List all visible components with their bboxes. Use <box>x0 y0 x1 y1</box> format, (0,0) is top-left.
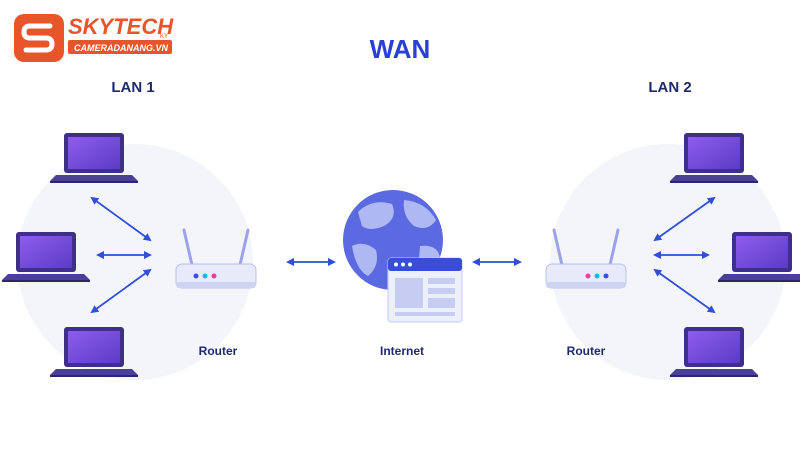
lan-right-links <box>653 196 716 314</box>
lan-left-area <box>17 144 253 380</box>
link-arrow <box>653 196 716 242</box>
diagram-title: WAN <box>370 34 431 64</box>
browser-window-icon <box>387 257 463 323</box>
lan-left-links <box>90 196 152 314</box>
logo-s-icon <box>21 23 55 53</box>
skytech-logo: SKYTECH CAMERADANANG.VN KY <box>14 14 174 62</box>
logo-subtitle: CAMERADANANG.VN <box>74 43 168 53</box>
link-arrow <box>90 268 152 314</box>
link-arrow <box>653 268 716 314</box>
logo-brand: SKYTECH <box>68 14 174 39</box>
router-right-icon <box>545 228 627 289</box>
lan-right-area <box>550 144 786 380</box>
lan-left-label: LAN 1 <box>111 79 154 96</box>
logo-suffix: KY <box>160 34 168 40</box>
router-left-icon <box>175 228 257 289</box>
link-arrow <box>90 196 152 242</box>
internet-label: Internet <box>380 344 424 358</box>
router-left-label: Router <box>199 344 238 358</box>
lan-right-label: LAN 2 <box>648 79 691 96</box>
router-right-label: Router <box>567 344 606 358</box>
